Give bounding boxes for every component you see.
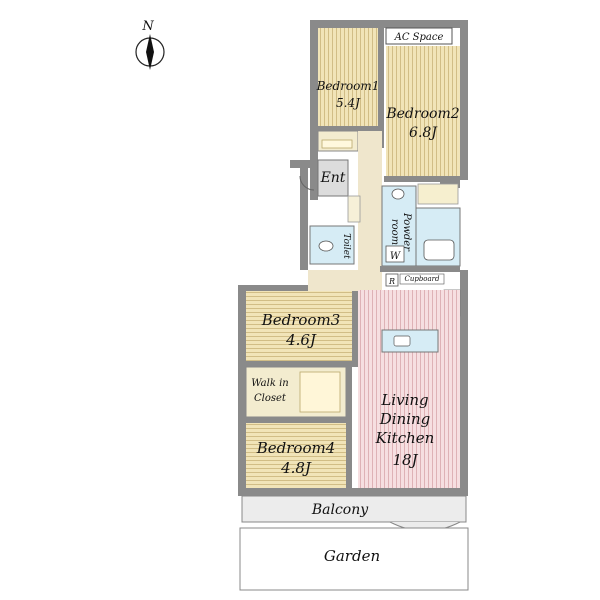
bedroom2-size: 6.8J bbox=[409, 125, 438, 141]
bedroom1-size: 5.4J bbox=[336, 96, 361, 110]
compass: N bbox=[135, 19, 165, 70]
w-label: W bbox=[390, 251, 401, 262]
bedroom1-name: Bedroom1 bbox=[316, 79, 380, 93]
entrance-floor bbox=[317, 159, 349, 197]
ldk-line2: Dining bbox=[379, 410, 431, 428]
bedroom2-name: Bedroom2 bbox=[385, 106, 459, 122]
garden: Garden bbox=[239, 527, 469, 591]
cupboard bbox=[399, 273, 445, 285]
ldk-line1: Living bbox=[380, 391, 428, 409]
storage-shelf bbox=[417, 183, 459, 205]
entrance-door-icon bbox=[299, 175, 315, 191]
bedroom3-floor bbox=[246, 291, 352, 361]
bedroom4-name: Bedroom4 bbox=[256, 439, 336, 457]
kitchen-sink-icon bbox=[393, 335, 411, 347]
bedroom3-name: Bedroom3 bbox=[261, 311, 341, 329]
ac-space bbox=[385, 27, 453, 45]
ldk-size: 18J bbox=[392, 451, 418, 469]
ldk-line3: Kitchen bbox=[375, 429, 435, 447]
walkin-line1: Walk in bbox=[251, 378, 288, 389]
bedroom3-size: 4.6J bbox=[285, 331, 317, 349]
shoe-cabinet bbox=[347, 195, 361, 223]
r-label: R bbox=[388, 277, 395, 286]
ent-label: Ent bbox=[320, 170, 346, 186]
powder-label-line1: Powder bbox=[401, 212, 412, 252]
cupboard-label: Cupboard bbox=[404, 275, 440, 283]
walkin-line2: Closet bbox=[254, 393, 287, 404]
bedroom1-floor bbox=[318, 28, 378, 128]
washer-space bbox=[385, 245, 405, 263]
garden-label: Garden bbox=[324, 547, 380, 565]
sink-icon bbox=[391, 188, 405, 200]
powder-label-line2: room bbox=[389, 219, 400, 245]
bedroom4-floor bbox=[246, 423, 346, 488]
north-arrow-icon bbox=[146, 34, 154, 70]
toilet-icon bbox=[318, 240, 334, 252]
balcony-label: Balcony bbox=[311, 502, 369, 518]
balcony: Balcony bbox=[241, 495, 467, 532]
bedroom4-size: 4.8J bbox=[280, 459, 312, 477]
ldk-floor bbox=[358, 290, 460, 488]
toilet-label: Toilet bbox=[341, 233, 351, 259]
bathtub-icon bbox=[423, 239, 455, 261]
compass-label: N bbox=[141, 19, 154, 34]
bedroom2-floor bbox=[386, 46, 460, 176]
refrigerator-space bbox=[385, 273, 399, 287]
ac-space-label: AC Space bbox=[394, 32, 444, 43]
